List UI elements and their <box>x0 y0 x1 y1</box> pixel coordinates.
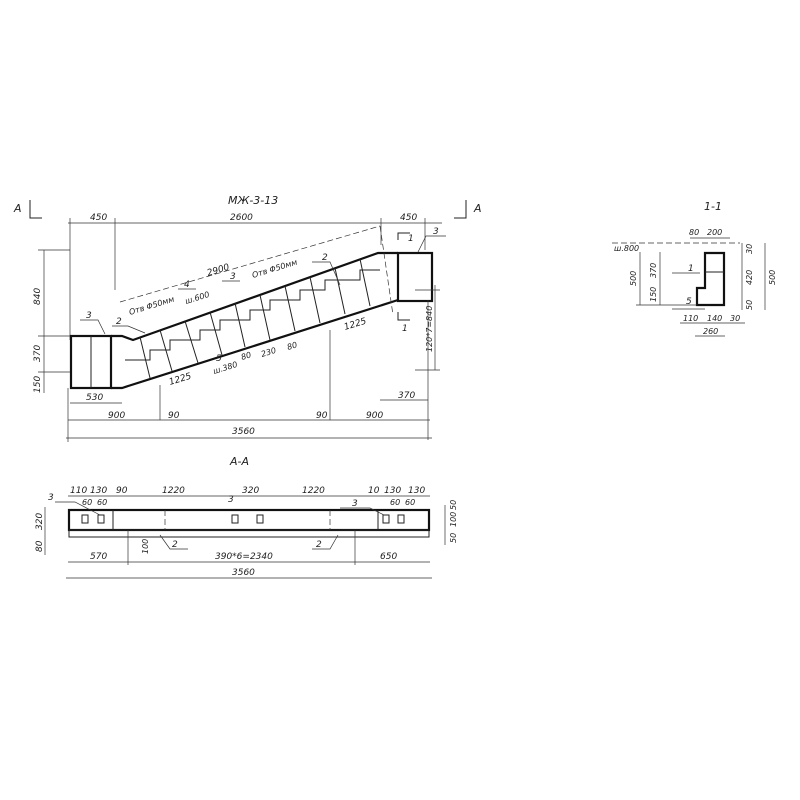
aa-dim-50-bottom: 50 <box>449 533 458 543</box>
aa-rebar-squares <box>81 514 405 524</box>
s11-dim-110: 110 <box>683 314 698 323</box>
aa-dim-570: 570 <box>90 552 107 562</box>
aa-callout-2-left: 2 <box>172 540 178 550</box>
dim-370: 370 <box>398 391 415 401</box>
stringer-bottom-edge <box>111 298 399 390</box>
slope-dim-line <box>119 225 381 303</box>
callout-2-upper: 2 <box>322 253 328 263</box>
callout-2-lower: 2 <box>116 317 122 327</box>
upper-landing <box>396 251 434 303</box>
aa-dim-130-r1: 130 <box>384 486 401 496</box>
aa-dim-90: 90 <box>116 486 128 496</box>
dim-total-3560: 3560 <box>232 427 255 437</box>
s11-dim-420: 420 <box>745 270 754 285</box>
callout-3-mid: 3 <box>230 272 236 282</box>
callout-3-left: 3 <box>86 311 92 321</box>
aa-dim-10: 10 <box>368 486 380 496</box>
aa-beam-upper <box>67 508 431 532</box>
dim-left-150: 150 <box>33 376 43 393</box>
aa-dim-100-left: 100 <box>141 539 150 554</box>
section-mark-right: A <box>454 200 482 219</box>
aa-dim-100: 100 <box>449 512 458 527</box>
s11-dim-500-right: 500 <box>768 270 777 285</box>
aa-beam-lower <box>68 529 430 538</box>
aa-dim-1220-left: 1220 <box>162 486 185 496</box>
dim-90-right: 90 <box>316 411 328 421</box>
aa-dim-3560: 3560 <box>232 568 255 578</box>
aa-dim-650: 650 <box>380 552 397 562</box>
stringer-top-edge <box>111 251 398 342</box>
cut-mark-bottom <box>397 312 410 321</box>
section-11-outline <box>695 251 726 307</box>
svg-text:A: A <box>13 202 22 215</box>
s11-callout-1: 1 <box>688 264 694 274</box>
dim-top-450-right: 450 <box>400 213 417 223</box>
label-pitch-upper: ш.600 <box>184 290 211 306</box>
aa-callout-3-left: 3 <box>48 493 54 503</box>
dim-90-left: 90 <box>168 411 180 421</box>
aa-dim-130-r2: 130 <box>408 486 425 496</box>
dim-900-right: 900 <box>366 411 383 421</box>
aa-dim-110: 110 <box>70 486 87 496</box>
dim-top-2600: 2600 <box>230 213 253 223</box>
aa-dim-320-left: 320 <box>35 513 45 530</box>
aa-dim-60-2: 60 <box>97 498 107 507</box>
aa-dim-1220-right: 1220 <box>302 486 325 496</box>
section-1-1: 1-1 80 200 ш.800 500 370 150 1 5 30 420 … <box>612 200 777 337</box>
aa-dim-130: 130 <box>90 486 107 496</box>
section-mark-left: A <box>13 200 42 219</box>
dim-1225-upper: 1225 <box>343 317 368 333</box>
callout-3-right: 3 <box>433 227 439 237</box>
dim-slope-2900: 2900 <box>206 263 231 279</box>
cut-label-bottom: 1 <box>402 324 408 334</box>
label-hole-upper: Отв Φ50мм <box>251 258 298 280</box>
aa-callout-3-mid: 3 <box>228 495 234 505</box>
svg-text:A: A <box>473 202 482 215</box>
dim-right-riser: 120*7=840 <box>425 306 434 352</box>
section-aa-title: A-A <box>229 455 249 468</box>
aa-callout-2-right: 2 <box>316 540 322 550</box>
s11-dim-200: 200 <box>707 228 722 237</box>
callout-4: 4 <box>184 280 190 290</box>
stirrups <box>139 258 371 379</box>
aa-dim-60-4: 60 <box>405 498 415 507</box>
cut-label-top: 1 <box>408 234 414 244</box>
dim-230: 230 <box>260 346 277 359</box>
aa-callout-3-right: 3 <box>352 499 358 509</box>
label-hole-lower: Отв Φ50мм <box>128 295 175 317</box>
s11-dim-50: 50 <box>745 300 754 310</box>
dim-80-b: 80 <box>286 340 298 352</box>
s11-dim-80: 80 <box>689 228 699 237</box>
s11-dim-140: 140 <box>707 314 722 323</box>
dim-left-840: 840 <box>33 288 43 305</box>
dim-530: 530 <box>86 393 103 403</box>
s11-dim-150: 150 <box>649 287 658 302</box>
s11-dim-30: 30 <box>745 244 754 254</box>
dim-80-a: 80 <box>240 350 252 362</box>
element-title: МЖ-3-13 <box>228 194 278 207</box>
section-11-title: 1-1 <box>704 200 722 213</box>
step-profile <box>125 269 380 361</box>
aa-dim-2340: 390*6=2340 <box>215 552 273 562</box>
cut-mark-top <box>397 232 410 240</box>
dim-1225-lower: 1225 <box>168 372 193 388</box>
aa-dim-80-left: 80 <box>35 540 45 552</box>
s11-dim-370: 370 <box>649 263 658 278</box>
aa-dim-50-top: 50 <box>449 500 458 510</box>
dim-900-left: 900 <box>108 411 125 421</box>
s11-dim-500-left: 500 <box>629 271 638 286</box>
s11-dim-30-bottom: 30 <box>730 314 740 323</box>
dim-left-370: 370 <box>33 345 43 362</box>
aa-dim-320: 320 <box>242 486 259 496</box>
s11-pitch: ш.800 <box>614 244 639 253</box>
s11-callout-5: 5 <box>686 297 692 307</box>
aa-dim-60-3: 60 <box>390 498 400 507</box>
stair-elevation-view: МЖ-3-13 A A 450 2600 450 <box>13 194 482 442</box>
callout-5: 5 <box>216 354 222 364</box>
section-a-a: A-A 110 130 90 1220 320 1220 10 130 130 … <box>35 455 458 579</box>
s11-dim-260: 260 <box>703 327 718 336</box>
aa-dim-60-1: 60 <box>82 498 92 507</box>
dim-top-450-left: 450 <box>90 213 107 223</box>
